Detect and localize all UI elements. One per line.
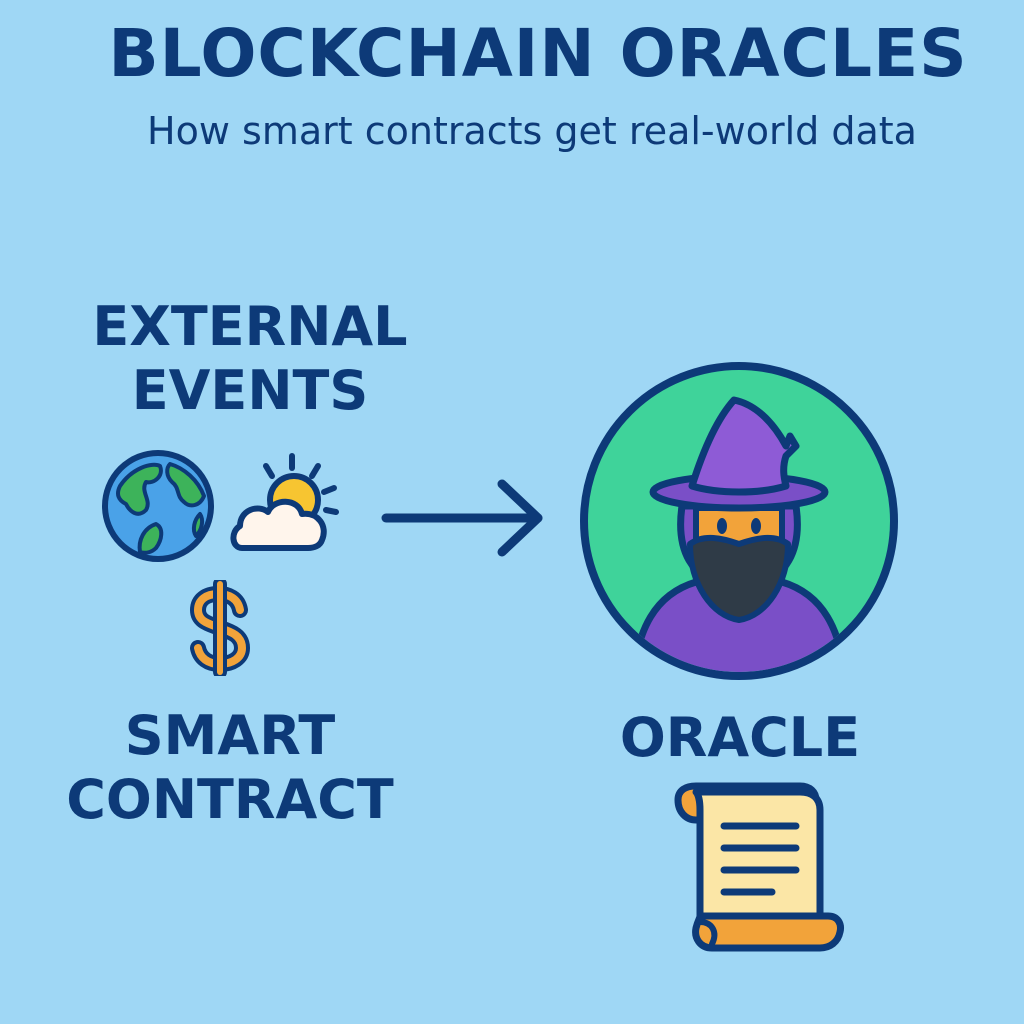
smart-contract-line1: SMART <box>124 704 336 767</box>
oracle-label: ORACLE <box>619 706 861 769</box>
page-title: BLOCKCHAIN ORACLES <box>108 15 968 92</box>
globe-icon <box>102 450 214 562</box>
page-subtitle: How smart contracts get real-world data <box>147 109 917 153</box>
arrow-right-icon <box>381 479 543 557</box>
smart-contract-label: SMART CONTRACT <box>30 704 430 832</box>
external-events-line2: EVENTS <box>131 359 369 422</box>
wizard-icon <box>580 362 898 680</box>
sun-cloud-icon <box>230 453 339 551</box>
external-events-line1: EXTERNAL <box>92 295 408 358</box>
dollar-icon <box>190 580 250 676</box>
external-events-label: EXTERNAL EVENTS <box>60 295 440 423</box>
smart-contract-line2: CONTRACT <box>66 768 394 831</box>
scroll-icon <box>674 782 844 952</box>
